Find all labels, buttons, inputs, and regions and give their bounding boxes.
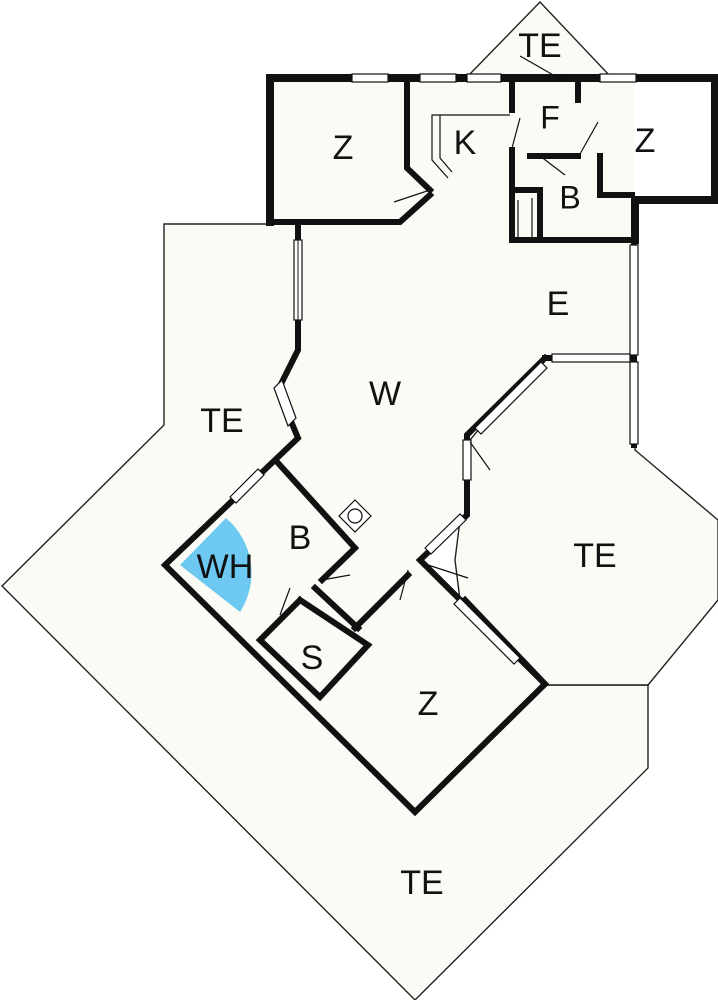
label-bathroom-top: B (559, 179, 580, 215)
wall-storage (255, 595, 373, 702)
label-bedroom-top-right: Z (635, 122, 656, 160)
windows-top (351, 73, 637, 83)
wall-top-block (266, 74, 718, 244)
kitchen-counter (431, 114, 510, 179)
door-bedroom-lower (399, 569, 409, 601)
whirlpool-icon (180, 518, 252, 612)
wall-bathroom-top (527, 153, 635, 198)
wall-living-left (160, 223, 550, 817)
label-bedroom-top-left: Z (333, 129, 354, 167)
door-hallway (511, 117, 521, 149)
wall-bathroom-lower (273, 458, 360, 585)
label-whirlpool: WH (197, 548, 254, 586)
label-terrace-bottom: TE (400, 864, 443, 902)
door-terrace-top (519, 55, 563, 81)
door-bedroom-lower-terrace (427, 564, 469, 579)
wall-hallway-f (509, 79, 633, 243)
label-bathroom-lower: B (289, 519, 312, 557)
window-entrance (629, 244, 639, 356)
door-bathroom-top (539, 155, 566, 176)
stove-icon (338, 499, 372, 533)
door-bathroom-lower (321, 574, 351, 581)
window-living-right (629, 361, 639, 445)
interior-floor (165, 78, 635, 812)
door-bedroom-top-left (393, 189, 431, 203)
label-terrace-right: TE (573, 537, 616, 575)
label-entrance: E (547, 285, 570, 323)
door-storage (279, 587, 291, 616)
label-terrace-left: TE (200, 402, 243, 440)
label-hallway-f: F (540, 99, 560, 135)
wall-top-left-bottom (267, 190, 435, 225)
label-kitchen: K (454, 124, 477, 162)
door-living-terrace (469, 441, 491, 471)
label-storage: S (301, 639, 324, 677)
door-bedroom-top-right (579, 121, 599, 155)
wall-bedroom-kitchen (404, 79, 435, 195)
label-terrace-top: TE (518, 27, 561, 65)
label-bedroom-lower: Z (418, 685, 439, 723)
windows-left (273, 239, 303, 428)
label-living: W (369, 375, 401, 413)
